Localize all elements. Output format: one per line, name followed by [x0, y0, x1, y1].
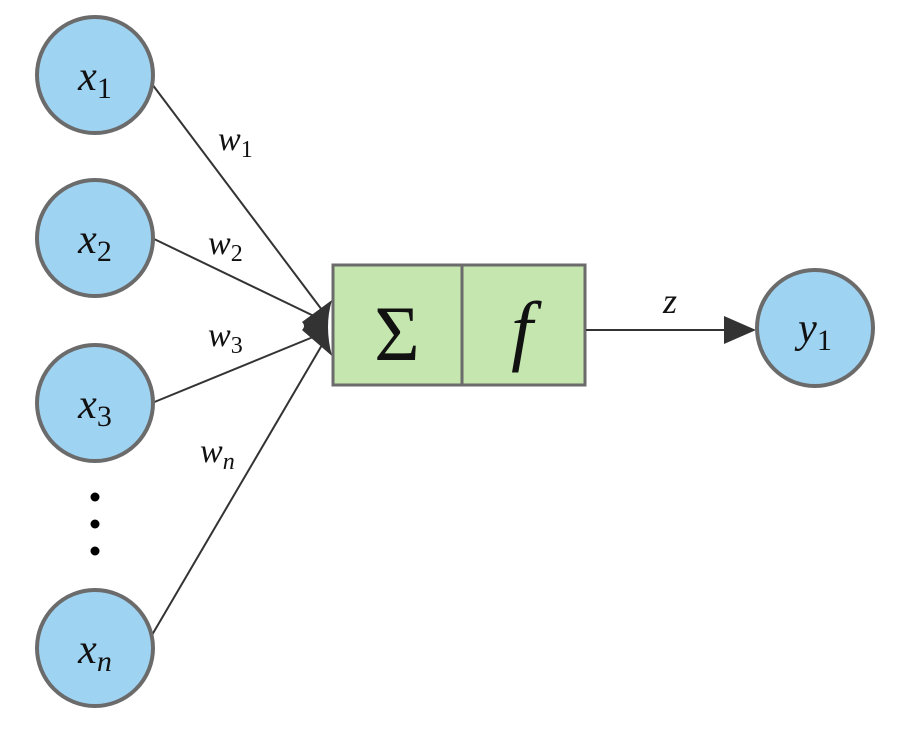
input-xn-sub: n — [97, 645, 112, 678]
input-node-x3: x3 — [35, 343, 155, 463]
sum-symbol: Σ — [374, 290, 419, 377]
edge-x3 — [151, 334, 319, 404]
input-x2-sub: 2 — [97, 235, 112, 268]
weight-label-wn: wn — [200, 433, 235, 475]
output-node-y1: y1 — [755, 268, 875, 388]
svg-text:x3: x3 — [77, 382, 112, 433]
input-node-x1: x1 — [35, 15, 155, 135]
svg-text:x1: x1 — [77, 54, 112, 105]
input-x1-base: x — [77, 54, 97, 100]
output-y1-sub: 1 — [817, 324, 832, 357]
input-x1-sub: 1 — [97, 72, 112, 105]
sum-box: Σ — [331, 263, 464, 387]
weight-label-w1: w1 — [218, 121, 253, 163]
edge-xn — [151, 344, 323, 636]
ellipsis-icon — [90, 492, 100, 556]
weight-label-w2: w2 — [208, 225, 243, 267]
output-y1-base: y — [794, 306, 817, 352]
input-node-xn: xn — [35, 588, 155, 708]
input-xn-base: x — [77, 627, 97, 673]
svg-text:xn: xn — [77, 627, 112, 678]
svg-text:y1: y1 — [794, 306, 832, 357]
input-arrowhead-icon — [302, 300, 332, 356]
weight-label-w3: w3 — [208, 317, 243, 359]
input-x3-base: x — [77, 382, 97, 428]
input-node-x2: x2 — [35, 178, 155, 298]
output-arrowhead-icon — [724, 316, 756, 344]
output-edge-label: z — [662, 281, 677, 321]
edge-x1 — [151, 83, 323, 311]
input-x2-base: x — [77, 217, 97, 263]
edge-x2 — [151, 237, 319, 319]
activation-box: f — [460, 263, 587, 387]
input-x3-sub: 3 — [97, 400, 112, 433]
svg-text:x2: x2 — [77, 217, 112, 268]
